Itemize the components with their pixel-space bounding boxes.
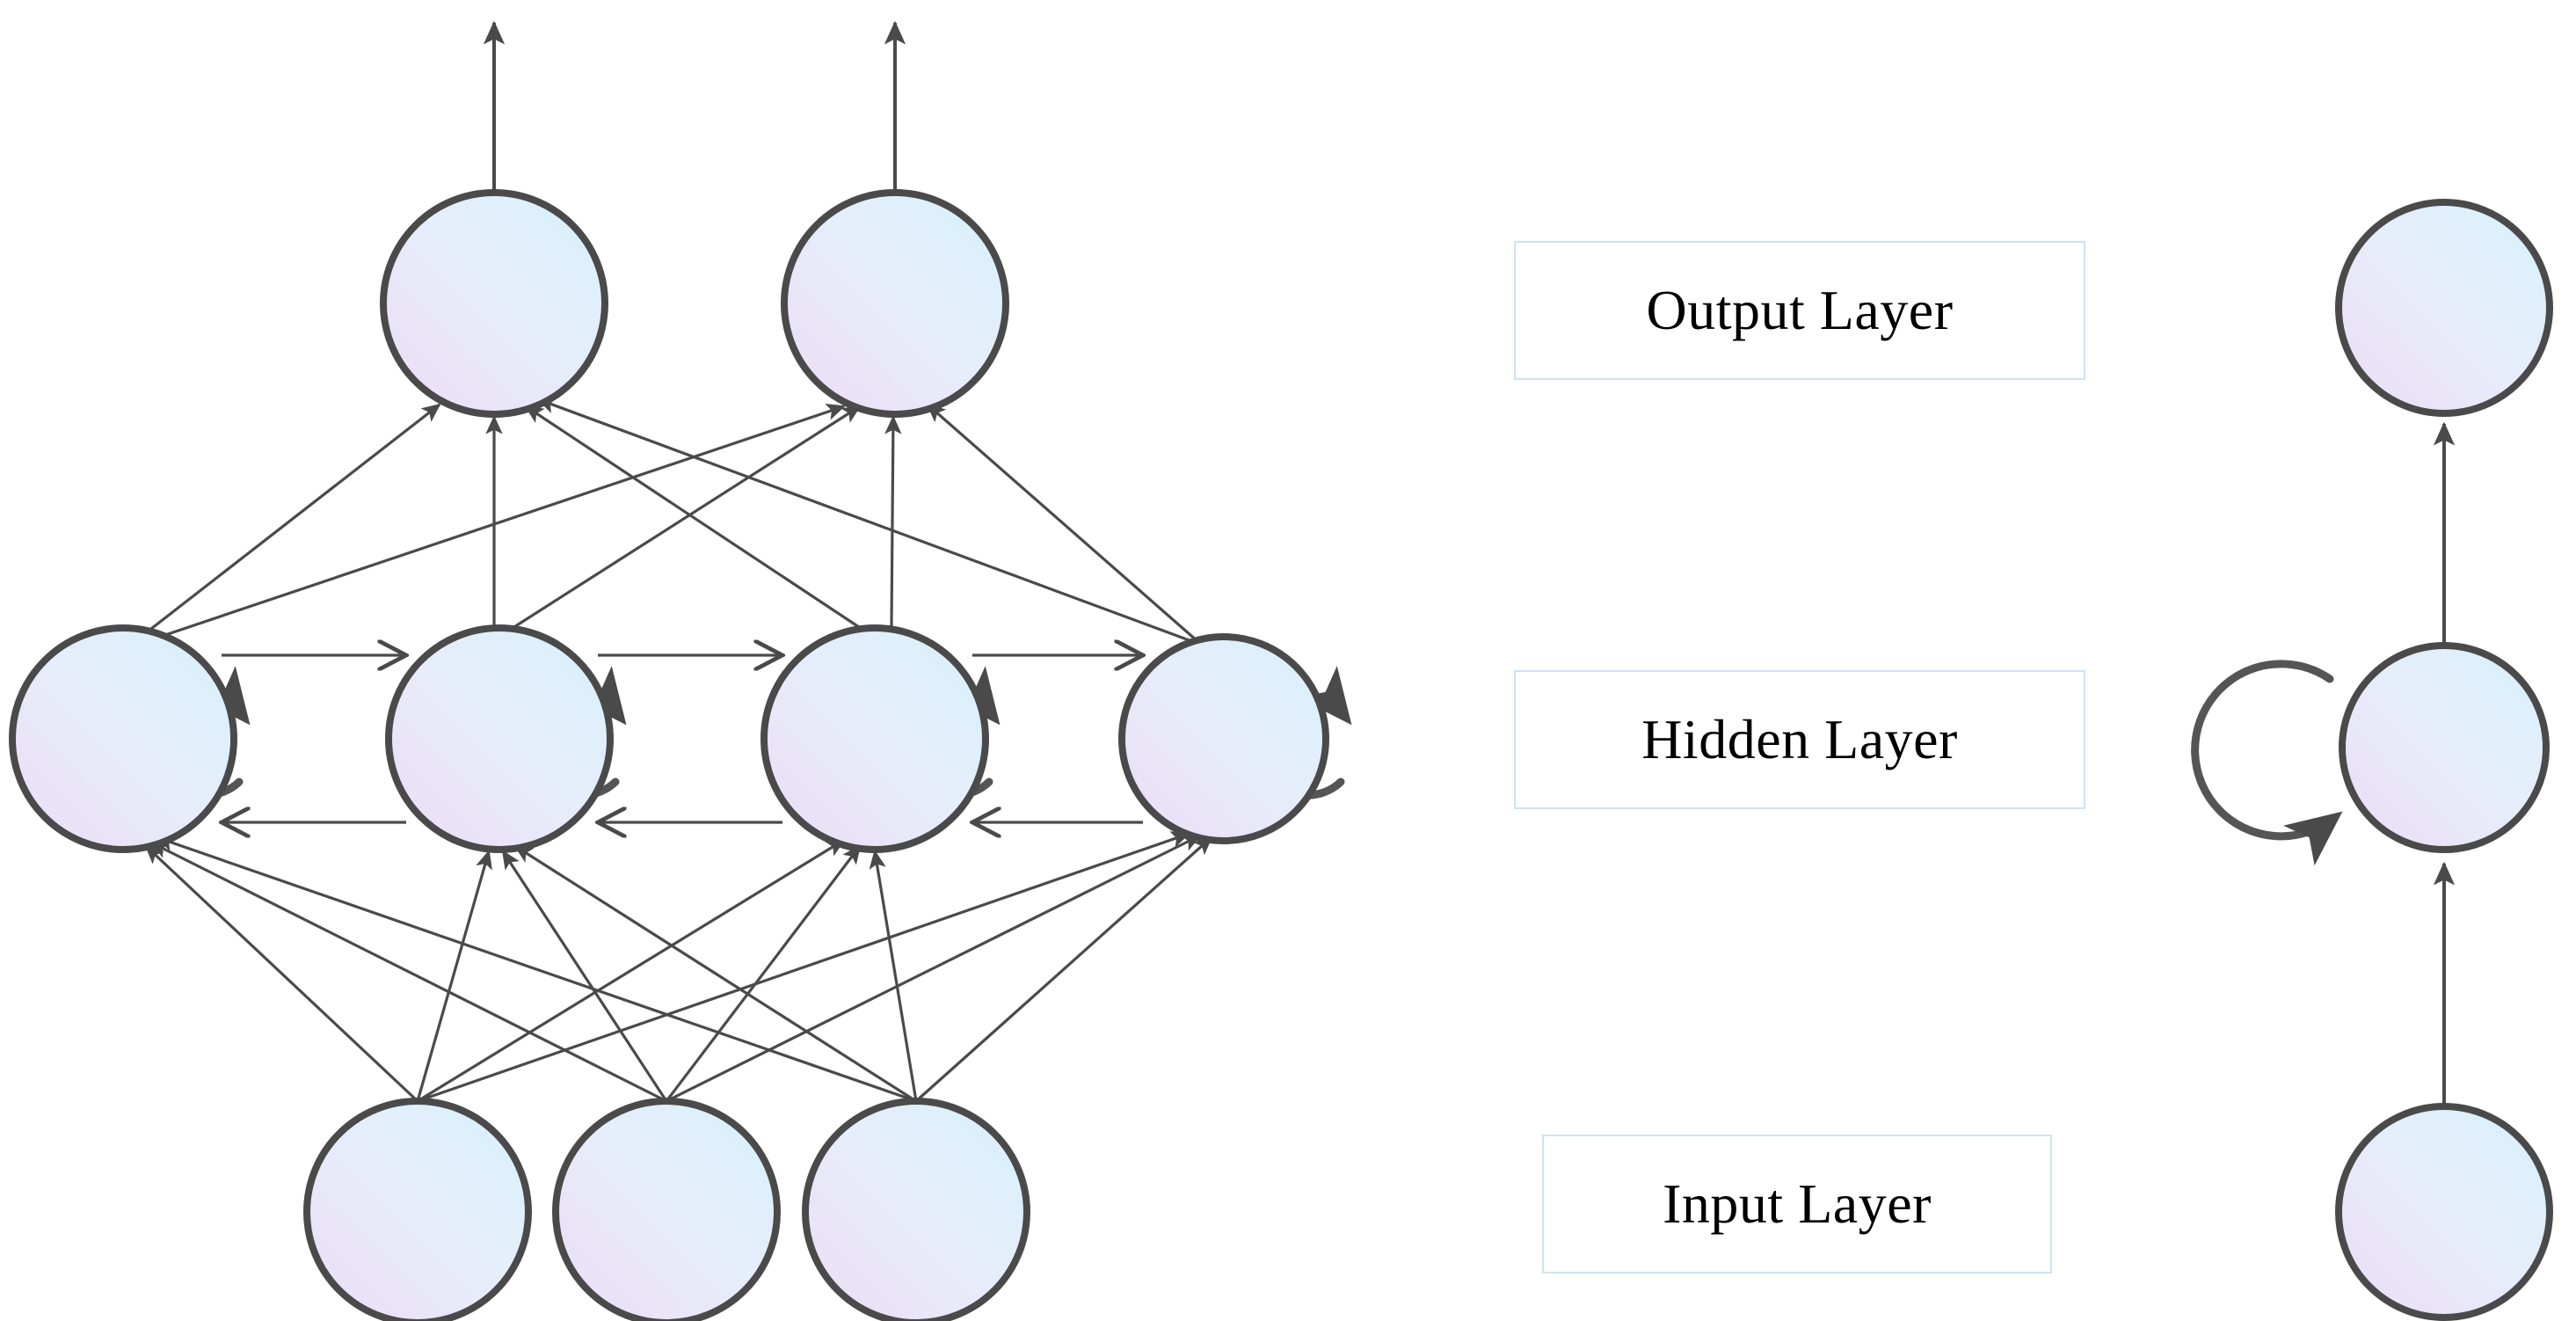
hidden-neuron-3[interactable]: [760, 624, 989, 853]
layer-label-output: Output Layer: [1514, 241, 2085, 380]
folded-hidden-neuron[interactable]: [2339, 642, 2550, 853]
edge-in2-hid1: [149, 841, 667, 1103]
edge-hid3-out2: [884, 415, 902, 627]
hidden-layer-nodes: [9, 624, 1329, 853]
edge-in3-hid2: [513, 844, 917, 1103]
network-output-arrows: [483, 20, 906, 191]
edge-hid3-out1: [524, 405, 862, 631]
edge-in2-hid4: [666, 834, 1202, 1103]
edge-hid4-out1: [536, 397, 1195, 644]
edge-in3-hid4: [914, 836, 1213, 1103]
edge-in2-hid2: [501, 850, 668, 1102]
input-neuron-2[interactable]: [552, 1098, 781, 1321]
folded-self-loop-icon: [2191, 660, 2343, 866]
hidden-neuron-2[interactable]: [385, 624, 614, 853]
layer-label-output-text: Output Layer: [1646, 279, 1954, 341]
input-to-hidden-edges: [144, 831, 1213, 1103]
unrolled-network-group: [9, 20, 1352, 1321]
input-layer-nodes: [303, 1098, 1030, 1321]
edge-in1-hid3: [417, 838, 846, 1103]
output-neuron-1[interactable]: [380, 189, 608, 418]
edge-in1-hid1: [144, 844, 419, 1103]
folded-network-group: [2191, 199, 2553, 1321]
edge-in1-hid4: [417, 831, 1190, 1103]
edge-in3-hid1: [155, 835, 917, 1103]
layer-label-input-text: Input Layer: [1663, 1172, 1932, 1235]
hidden-to-output-edges: [147, 397, 1206, 649]
folded-output-neuron[interactable]: [2335, 199, 2553, 417]
input-neuron-1[interactable]: [303, 1098, 532, 1321]
input-neuron-3[interactable]: [802, 1098, 1030, 1321]
hidden-neuron-4[interactable]: [1118, 633, 1329, 844]
edge-hid2-out2: [509, 405, 862, 631]
edge-in1-hid2: [416, 850, 492, 1102]
edge-hid4-out2: [926, 403, 1206, 649]
output-layer-nodes: [380, 189, 1009, 418]
edge-hid1-out1: [147, 403, 441, 633]
layer-label-hidden: Hidden Layer: [1514, 670, 2085, 809]
layer-label-input: Input Layer: [1542, 1135, 2052, 1274]
edge-in2-hid3: [665, 844, 862, 1102]
output-neuron-2[interactable]: [781, 189, 1009, 418]
hidden-neuron-1[interactable]: [9, 624, 237, 853]
edge-hid1-out2: [154, 404, 846, 640]
layer-label-hidden-text: Hidden Layer: [1641, 708, 1958, 770]
edge-in3-hid3: [869, 850, 918, 1102]
folded-input-neuron[interactable]: [2335, 1103, 2553, 1321]
